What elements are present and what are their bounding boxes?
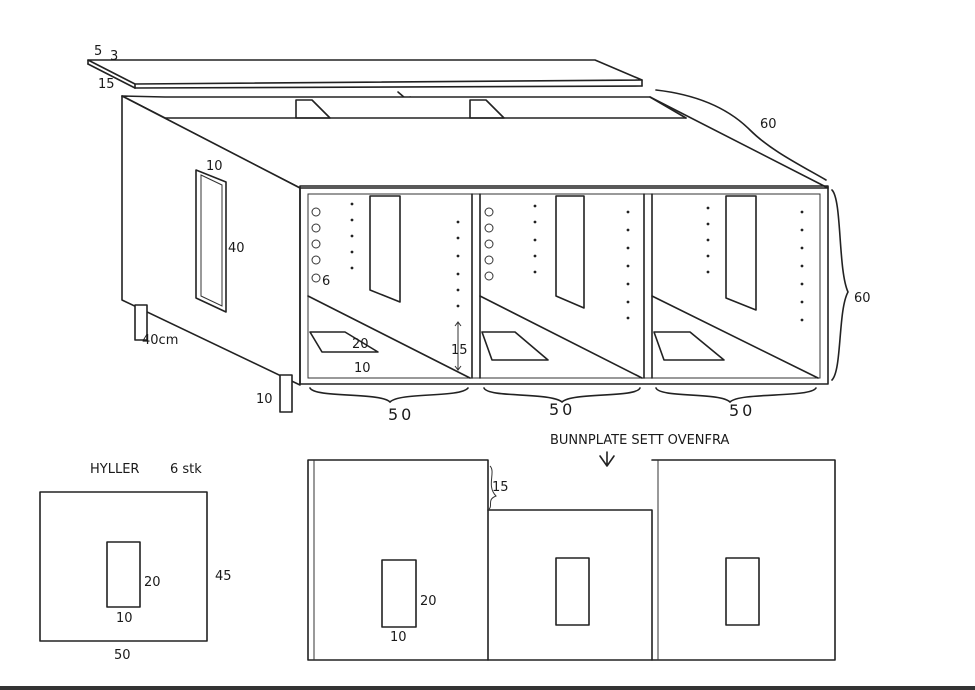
shelf-depth-label: 45 <box>215 569 232 584</box>
bottom-plate-step-label: 15 <box>492 480 509 495</box>
depth-label: 60 <box>760 117 777 132</box>
shelf-pin-holes <box>311 207 494 283</box>
leg-back <box>134 304 148 341</box>
side-slot-height-label: 40 <box>228 241 245 256</box>
bottom-plate-slot-height-label: 20 <box>420 594 437 609</box>
bottom-plate-slot-width-label: 10 <box>390 630 407 645</box>
floor-slot-length-label: 20 <box>352 337 369 352</box>
compartment-3-width: 50 <box>729 401 755 420</box>
lid <box>87 59 643 105</box>
shelf-slot-height-label: 20 <box>144 575 161 590</box>
dot-rows <box>350 202 804 322</box>
shelf-count: 6 stk <box>170 462 202 477</box>
leg-front <box>279 374 293 413</box>
height-label: 60 <box>854 291 871 306</box>
leg-width-label: 10 <box>256 392 273 407</box>
lid-width-label: 15 <box>98 77 115 92</box>
lid-edge-label: 3 <box>110 49 118 64</box>
compartment-1-width: 50 <box>388 405 414 424</box>
shelf-title: HYLLER <box>90 462 139 477</box>
scan-edge <box>0 686 975 690</box>
shelf-drawing <box>39 491 208 642</box>
floor-gap-label: 15 <box>451 343 468 358</box>
cabinet-body <box>121 89 849 413</box>
side-slot-width-label: 10 <box>206 159 223 174</box>
bottom-plate-drawing <box>307 451 836 661</box>
lid-thickness-label: 5 <box>94 44 102 59</box>
bottom-plate-title: BUNNPLATE SETT OVENFRA <box>550 433 730 448</box>
compartment-2-width: 50 <box>549 400 575 419</box>
leg-height-label: 40cm <box>142 333 178 348</box>
floor-slot-width-label: 10 <box>354 361 371 376</box>
shelf-slot-width-label: 10 <box>116 611 133 626</box>
hole-size-label: 6 <box>322 274 330 289</box>
shelf-width-label: 50 <box>114 648 131 663</box>
